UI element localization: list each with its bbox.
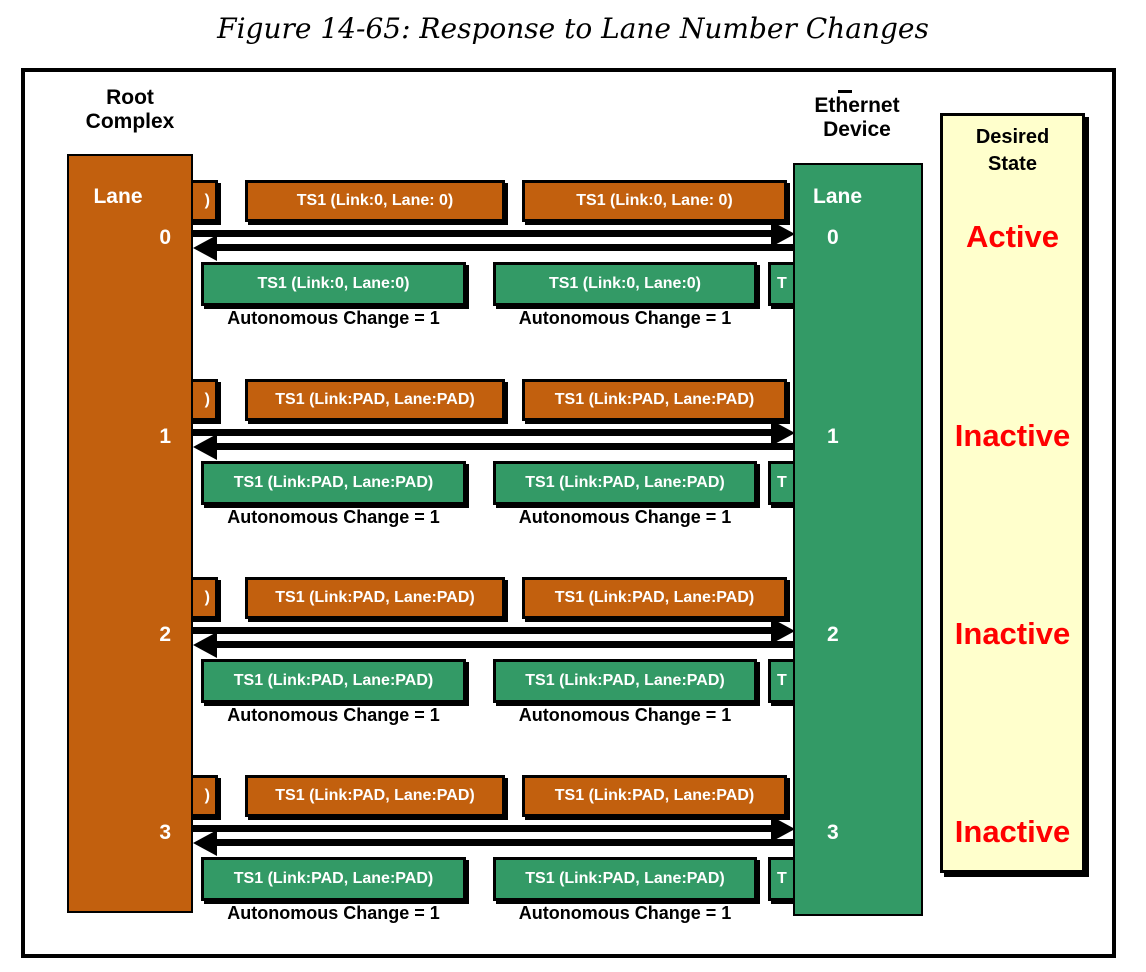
desired-state-header: Desired State bbox=[940, 124, 1085, 178]
root-complex-column bbox=[67, 154, 193, 913]
ethernet-device-label-line1: Ethernet bbox=[814, 94, 900, 117]
arrow-left-icon bbox=[193, 235, 217, 261]
arrow-right-icon bbox=[193, 825, 773, 832]
ts1-box-device: TS1 (Link:PAD, Lane:PAD) bbox=[493, 659, 757, 703]
ts1-box-device: TS1 (Link:PAD, Lane:PAD) bbox=[201, 857, 466, 901]
ts1-box-device: TS1 (Link:PAD, Lane:PAD) bbox=[201, 659, 466, 703]
autonomous-change-label: Autonomous Change = 1 bbox=[227, 308, 440, 328]
desired-state-value-2: Inactive bbox=[954, 616, 1071, 651]
desired-state-header-line1: Desired bbox=[975, 126, 1050, 148]
autonomous-change-label: Autonomous Change = 1 bbox=[518, 507, 732, 527]
lane-row-1: ) TS1 (Link:PAD, Lane:PAD) TS1 (Link:PAD… bbox=[0, 379, 1146, 539]
arrow-left-icon bbox=[217, 839, 793, 846]
ts1-box-rc: TS1 (Link:0, Lane: 0) bbox=[522, 180, 787, 222]
ts1-box-rc: TS1 (Link:PAD, Lane:PAD) bbox=[522, 577, 787, 619]
lane-number-rc-2: 2 bbox=[159, 623, 171, 646]
ethernet-device-label-line2: Device bbox=[823, 118, 891, 141]
arrow-left-icon bbox=[193, 434, 217, 460]
lane-number-device-3: 3 bbox=[827, 821, 839, 844]
ts1-box-rc: TS1 (Link:0, Lane: 0) bbox=[245, 180, 505, 222]
autonomous-change-label: Autonomous Change = 1 bbox=[227, 903, 440, 923]
ts1-box-device: TS1 (Link:PAD, Lane:PAD) bbox=[201, 461, 466, 505]
stray-mark bbox=[838, 90, 852, 93]
arrow-left-icon bbox=[193, 632, 217, 658]
autonomous-change-label: Autonomous Change = 1 bbox=[518, 903, 732, 923]
arrow-left-icon bbox=[217, 443, 793, 450]
desired-state-header-line2: State bbox=[988, 153, 1037, 175]
arrow-right-icon bbox=[771, 420, 795, 446]
autonomous-change-label: Autonomous Change = 1 bbox=[518, 308, 732, 328]
lane-number-rc-3: 3 bbox=[159, 821, 171, 844]
ts1-box-rc: TS1 (Link:PAD, Lane:PAD) bbox=[245, 379, 505, 421]
root-complex-label-line1: Root bbox=[106, 86, 154, 109]
desired-state-value-1: Inactive bbox=[954, 418, 1071, 453]
lane-header-rc: Lane bbox=[93, 185, 143, 208]
root-complex-label: Root Complex bbox=[45, 86, 215, 134]
arrow-right-icon bbox=[193, 429, 773, 436]
desired-state-value-3: Inactive bbox=[954, 814, 1071, 849]
ts1-box-rc: TS1 (Link:PAD, Lane:PAD) bbox=[522, 775, 787, 817]
root-complex-label-line2: Complex bbox=[85, 110, 175, 133]
ts1-box-rc: TS1 (Link:PAD, Lane:PAD) bbox=[245, 577, 505, 619]
arrow-right-icon bbox=[771, 221, 795, 247]
arrow-left-icon bbox=[217, 641, 793, 648]
ts1-box-rc: TS1 (Link:PAD, Lane:PAD) bbox=[245, 775, 505, 817]
autonomous-change-label: Autonomous Change = 1 bbox=[227, 507, 440, 527]
arrow-left-icon bbox=[217, 244, 793, 251]
ts1-box-device: TS1 (Link:PAD, Lane:PAD) bbox=[493, 857, 757, 901]
desired-state-panel bbox=[940, 113, 1085, 873]
lane-number-rc-0: 0 bbox=[159, 226, 171, 249]
ethernet-device-label: Ethernet Device bbox=[772, 94, 942, 142]
arrow-right-icon bbox=[193, 230, 773, 237]
arrow-right-icon bbox=[771, 618, 795, 644]
lane-number-device-2: 2 bbox=[827, 623, 839, 646]
autonomous-change-label: Autonomous Change = 1 bbox=[227, 705, 440, 725]
ethernet-device-column bbox=[793, 163, 923, 916]
ts1-box-rc: TS1 (Link:PAD, Lane:PAD) bbox=[522, 379, 787, 421]
ts1-box-device: TS1 (Link:0, Lane:0) bbox=[493, 262, 757, 306]
arrow-right-icon bbox=[193, 627, 773, 634]
figure-title: Figure 14-65: Response to Lane Number Ch… bbox=[217, 12, 929, 45]
autonomous-change-label: Autonomous Change = 1 bbox=[518, 705, 732, 725]
desired-state-value-0: Active bbox=[965, 219, 1060, 254]
arrow-right-icon bbox=[771, 816, 795, 842]
lane-number-rc-1: 1 bbox=[159, 425, 171, 448]
lane-header-device: Lane bbox=[813, 185, 863, 208]
ts1-box-device: TS1 (Link:PAD, Lane:PAD) bbox=[493, 461, 757, 505]
lane-number-device-1: 1 bbox=[827, 425, 839, 448]
lane-number-device-0: 0 bbox=[827, 226, 839, 249]
ts1-box-device: TS1 (Link:0, Lane:0) bbox=[201, 262, 466, 306]
arrow-left-icon bbox=[193, 830, 217, 856]
